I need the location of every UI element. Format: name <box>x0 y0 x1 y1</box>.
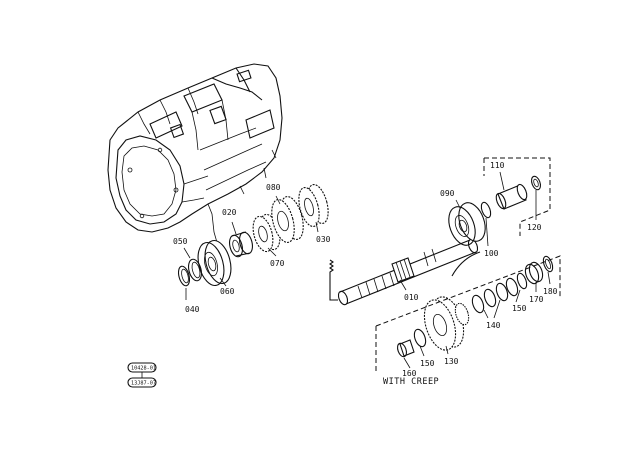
snap-ring-040 <box>177 265 191 287</box>
bearing-060 <box>197 239 232 287</box>
label-130: 130 <box>444 357 459 366</box>
transmission-housing <box>107 63 283 247</box>
ring-100 <box>480 201 492 219</box>
label-100: 100 <box>484 249 499 258</box>
bearing-090 <box>448 202 486 246</box>
label-140: 140 <box>486 321 501 330</box>
gear-080 <box>271 196 304 243</box>
dashed-group-upper <box>484 157 551 236</box>
main-shaft-010 <box>329 238 479 306</box>
snap-ring-180 <box>542 255 554 273</box>
label-120: 120 <box>527 223 542 232</box>
leader-lines <box>183 171 551 369</box>
label-090: 090 <box>440 189 455 198</box>
reference-codes: 10428-01 13J87-07 <box>127 362 157 388</box>
collar-170 <box>524 261 544 285</box>
label-170: 170 <box>529 295 544 304</box>
label-050: 050 <box>173 237 188 246</box>
gear-130 <box>423 296 470 351</box>
label-030: 030 <box>316 235 331 244</box>
label-160-left: 160 <box>402 369 417 378</box>
label-110: 110 <box>490 161 505 170</box>
label-010: 010 <box>404 293 419 302</box>
with-creep-caption: WITH CREEP <box>383 377 439 387</box>
label-080: 080 <box>266 183 281 192</box>
collar-020 <box>228 231 254 258</box>
label-180: 180 <box>543 287 558 296</box>
needle-bearings-140 <box>471 277 519 314</box>
ref-code-bottom: 13J87-07 <box>131 381 156 387</box>
ring-150-left <box>413 328 427 348</box>
label-060: 060 <box>220 287 235 296</box>
collar-160-left <box>396 339 415 358</box>
ring-120 <box>530 175 542 191</box>
arc-leader <box>451 251 481 277</box>
ring-050 <box>187 258 203 282</box>
label-150-right: 150 <box>512 304 527 313</box>
label-040: 040 <box>185 305 200 314</box>
label-150-left: 150 <box>420 359 435 368</box>
ring-150-right <box>516 272 528 290</box>
label-020: 020 <box>222 208 237 217</box>
gear-030 <box>298 183 329 228</box>
label-070: 070 <box>270 259 285 268</box>
sleeve-110 <box>495 183 528 210</box>
dashed-creep-group <box>375 255 561 372</box>
ref-code-top: 10428-01 <box>131 366 156 372</box>
